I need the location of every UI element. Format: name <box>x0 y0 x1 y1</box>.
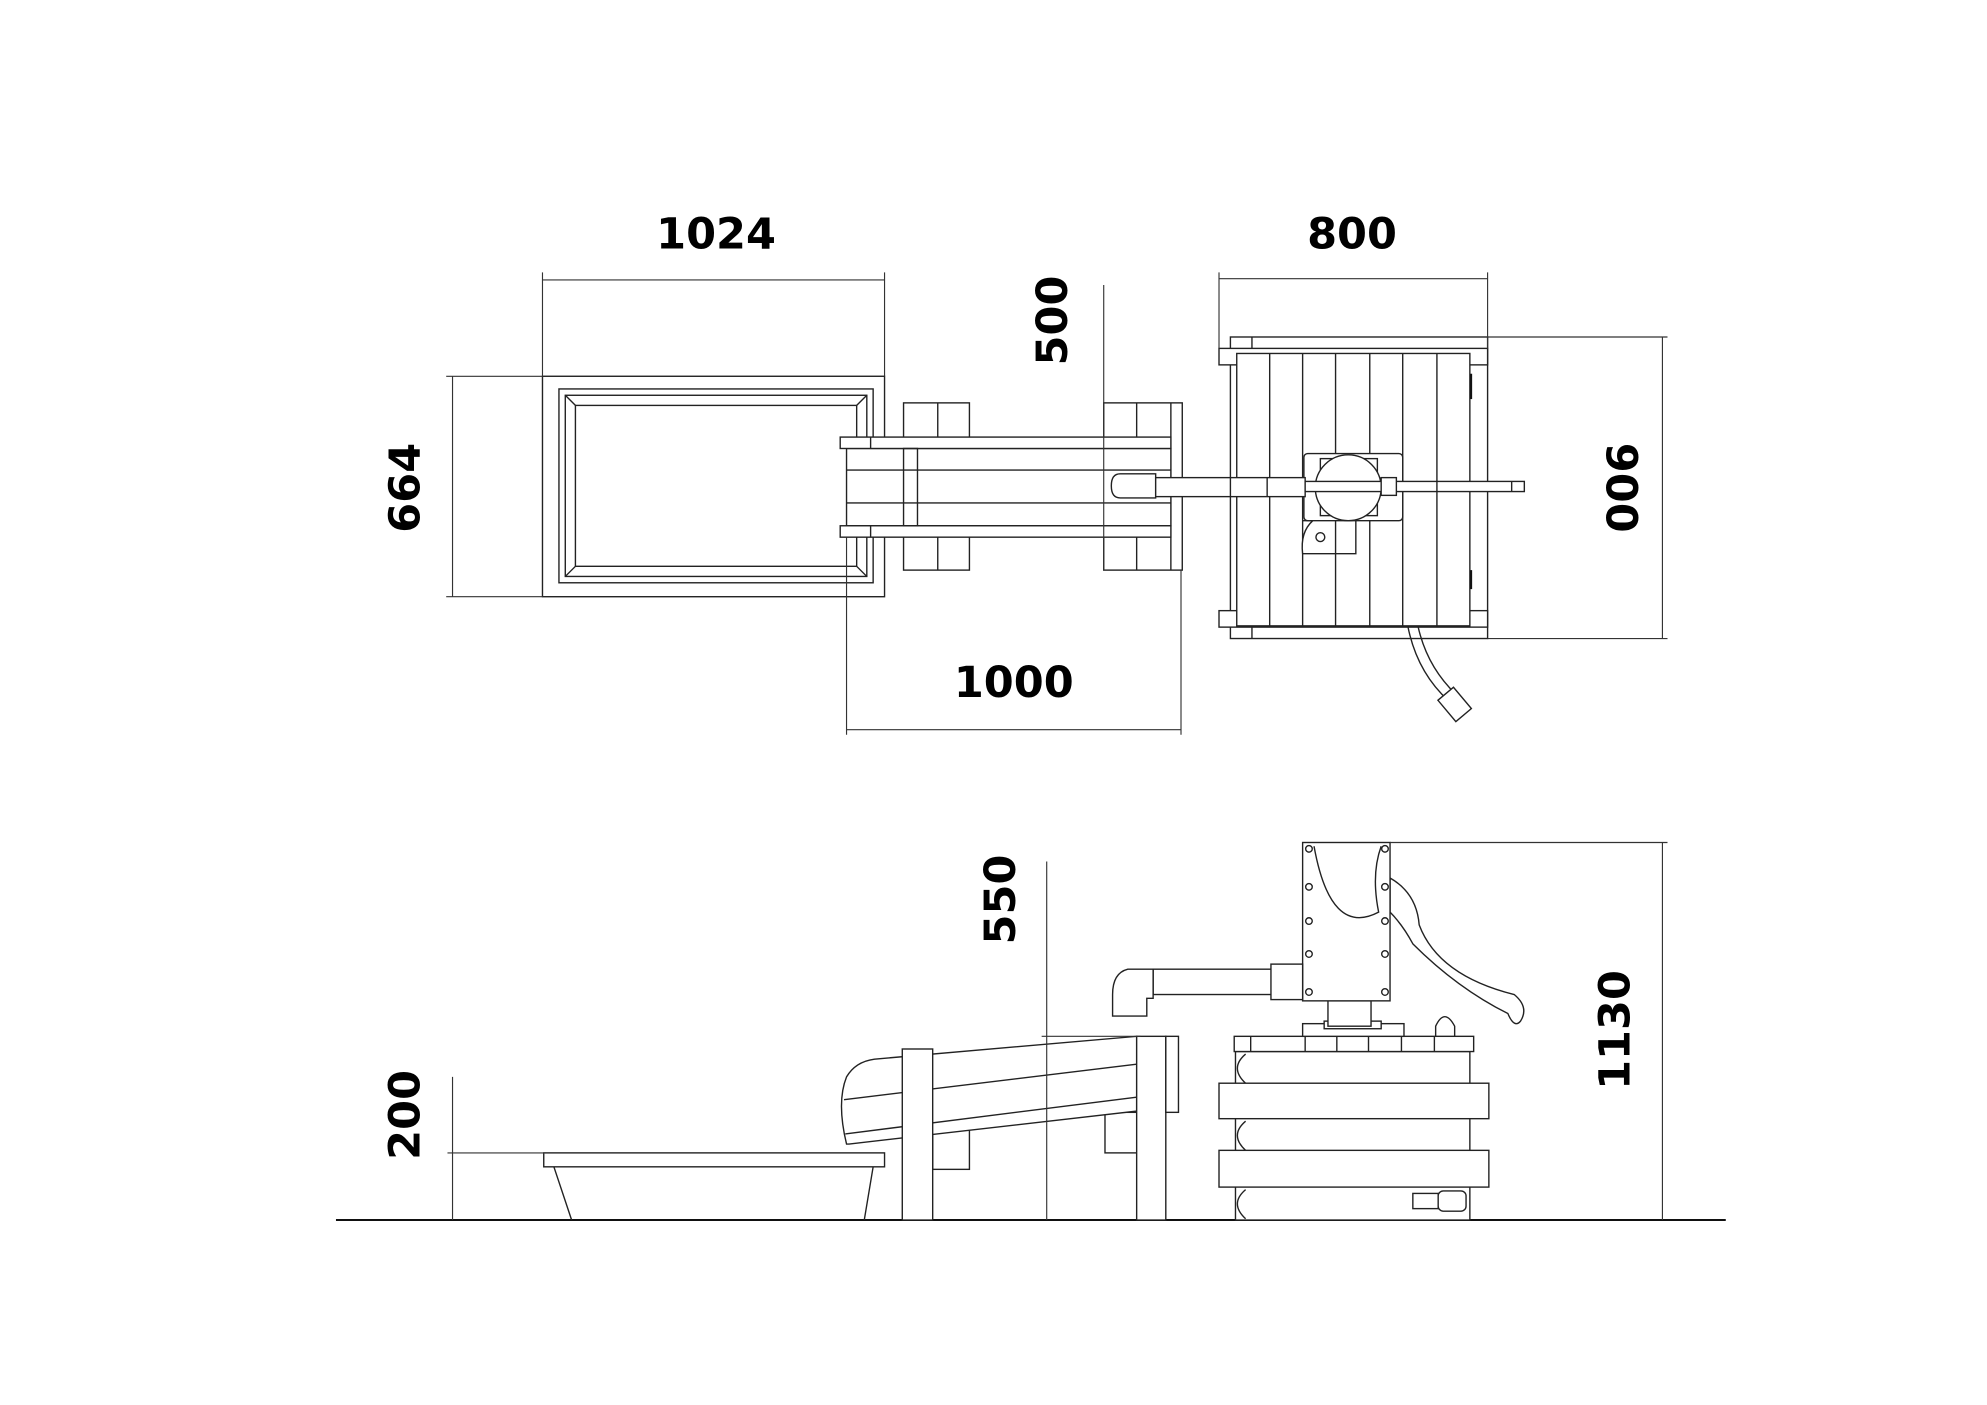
dim-basin-width: 1024 <box>656 209 776 259</box>
dim-trough-length: 1000 <box>954 658 1074 708</box>
dim-basin-depth: 664 <box>381 443 431 533</box>
dim-pump-height: 1130 <box>1591 970 1641 1090</box>
dim-pump-base-width: 800 <box>1307 209 1397 259</box>
pump-base-top <box>1154 336 1526 723</box>
basin-top <box>541 375 886 598</box>
trough-side <box>840 1035 1180 1221</box>
top-dimension-lines <box>446 272 1668 735</box>
dim-trough-width: 500 <box>1028 276 1078 366</box>
basin-side <box>543 1152 886 1221</box>
dim-basin-height: 200 <box>381 1070 431 1160</box>
trough-top <box>839 402 1183 571</box>
pump-tank-side <box>1218 1016 1490 1221</box>
dim-trough-height: 550 <box>976 855 1026 945</box>
hand-pump-side <box>1111 841 1525 1027</box>
dim-pump-base-depth: 900 <box>1596 443 1646 533</box>
side-dimension-lines <box>447 841 1668 1221</box>
side-view: 200 550 1130 <box>335 841 1726 1222</box>
top-view: 1024 664 500 1000 800 900 <box>381 209 1668 735</box>
